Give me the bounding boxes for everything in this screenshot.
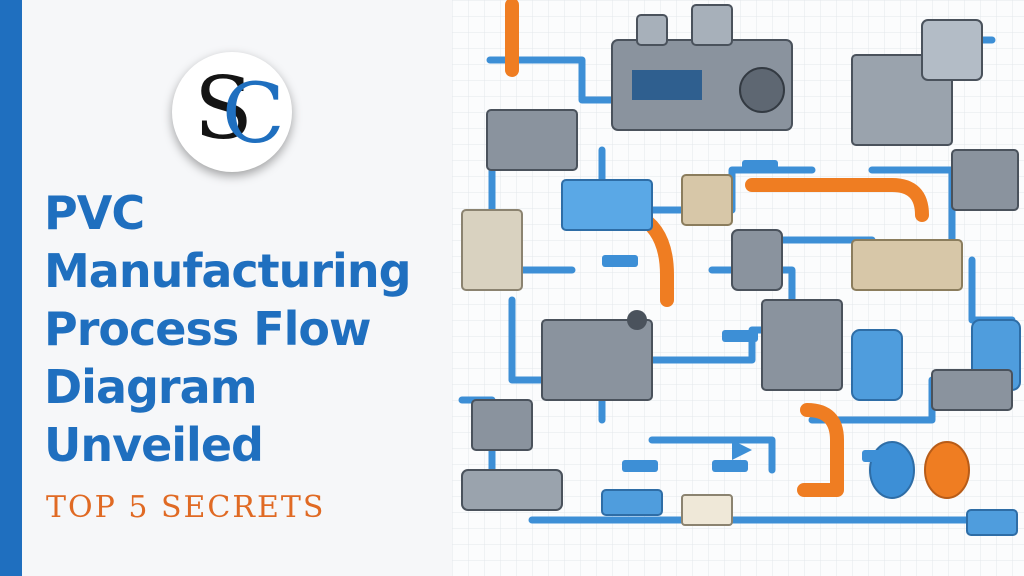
left-accent-stripe [0,0,22,576]
sc-logo: S C [172,52,292,172]
logo-letter-s: S [194,59,253,159]
machines [461,4,1021,536]
flow-arrow-markers [602,160,898,472]
headline-line-5: Unveiled [44,418,264,472]
headline: PVC Manufacturing Process Flow Diagram U… [44,184,411,474]
subtitle: TOP 5 SECRETS [46,490,326,525]
logo-letter-c: C [222,67,285,162]
factory-pipeline-illustration [452,0,1024,576]
factory-pipeline-svg [452,0,1024,576]
headline-line-4: Diagram [44,360,258,414]
headline-line-1: PVC [44,186,145,240]
headline-line-3: Process Flow [44,302,372,356]
headline-line-2: Manufacturing [44,244,411,298]
